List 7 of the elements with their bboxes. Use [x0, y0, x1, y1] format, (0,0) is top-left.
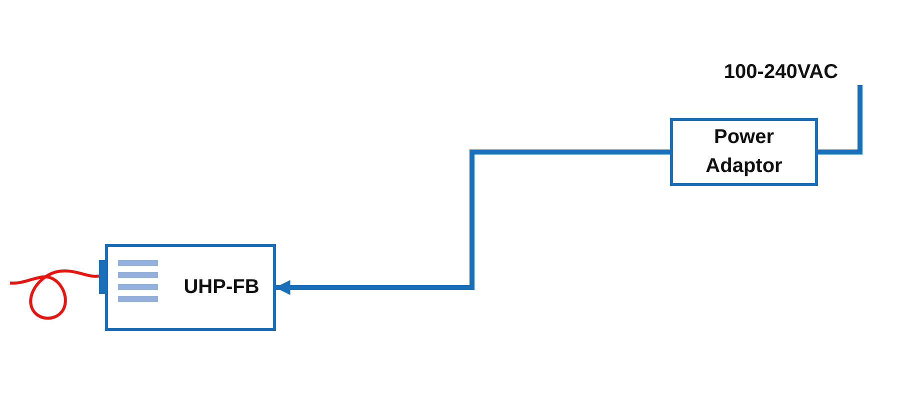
cable-line [818, 85, 862, 154]
fiber-cable [10, 269, 100, 320]
voltage-label: 100-240VAC [724, 60, 838, 84]
power-adaptor-box [670, 118, 818, 186]
adaptor-label: Power Adaptor [704, 125, 784, 179]
device-label: UHP-FB [184, 275, 260, 300]
arrow [275, 150, 670, 295]
